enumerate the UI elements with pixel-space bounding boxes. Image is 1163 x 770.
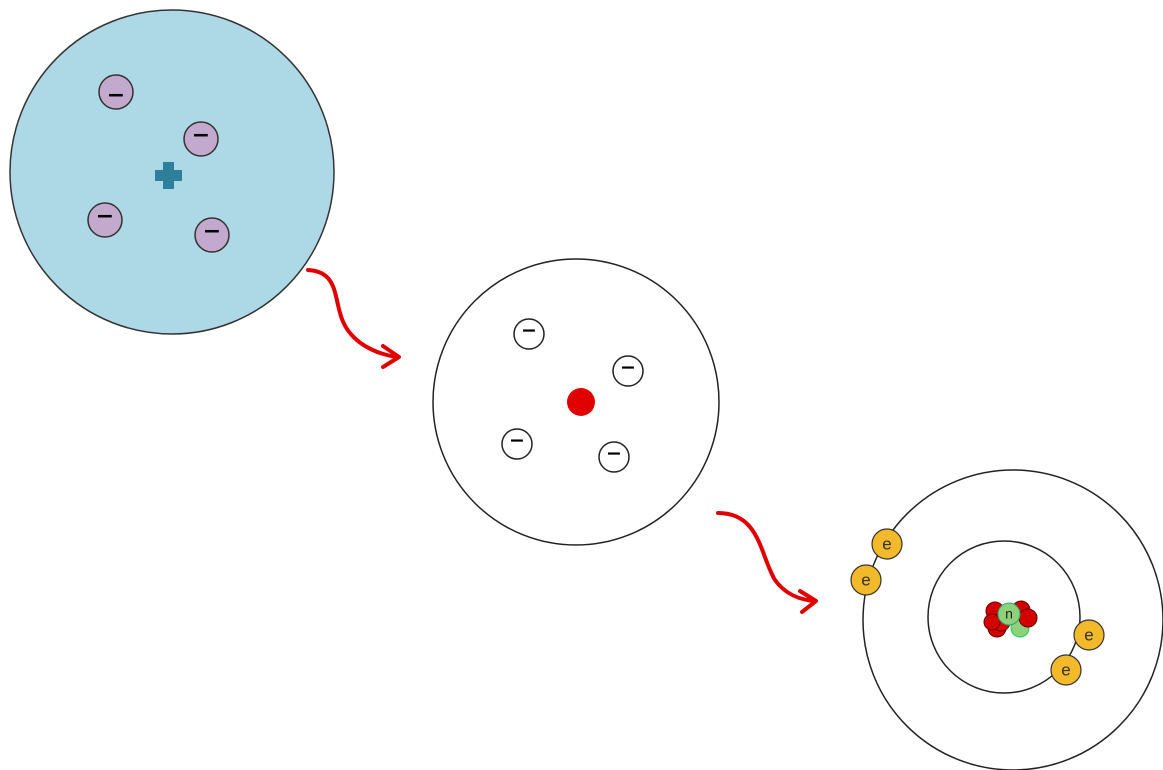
- thomson-electron: −: [87, 202, 123, 238]
- svg-text:e: e: [1061, 660, 1070, 679]
- thomson-electron: −: [194, 217, 230, 253]
- inner-orbit: [927, 540, 1081, 694]
- svg-text:−: −: [107, 83, 125, 108]
- svg-text:e: e: [1084, 625, 1093, 644]
- rutherford-electron: −: [598, 441, 630, 473]
- svg-text:−: −: [620, 357, 636, 379]
- transition-arrow: [716, 511, 818, 614]
- bohr-model: n e e e e: [850, 469, 1163, 770]
- rutherford-electron: −: [501, 428, 533, 460]
- rutherford-model: − − − −: [432, 258, 720, 546]
- svg-text:−: −: [606, 443, 622, 465]
- rutherford-electron: −: [513, 318, 545, 350]
- nucleus: [567, 388, 595, 416]
- svg-text:−: −: [96, 204, 114, 229]
- svg-text:e: e: [861, 570, 870, 589]
- thomson-electron: −: [183, 121, 219, 157]
- bohr-electron: e: [850, 564, 882, 596]
- positive-charge-icon: [155, 162, 182, 189]
- svg-text:−: −: [192, 123, 210, 148]
- svg-text:e: e: [882, 534, 891, 553]
- svg-text:−: −: [203, 219, 221, 244]
- thomson-electron: −: [98, 74, 134, 110]
- bohr-electron: e: [1050, 654, 1082, 686]
- thomson-model: − − − −: [9, 9, 335, 335]
- svg-text:−: −: [521, 320, 537, 342]
- nucleus-cluster: n: [983, 600, 1038, 638]
- neutron: n: [997, 602, 1021, 626]
- transition-arrow: [306, 268, 401, 369]
- bohr-electron: e: [1073, 619, 1105, 651]
- rutherford-electron: −: [612, 355, 644, 387]
- svg-text:−: −: [509, 430, 525, 452]
- svg-text:n: n: [1005, 606, 1013, 622]
- bohr-electron: e: [871, 528, 903, 560]
